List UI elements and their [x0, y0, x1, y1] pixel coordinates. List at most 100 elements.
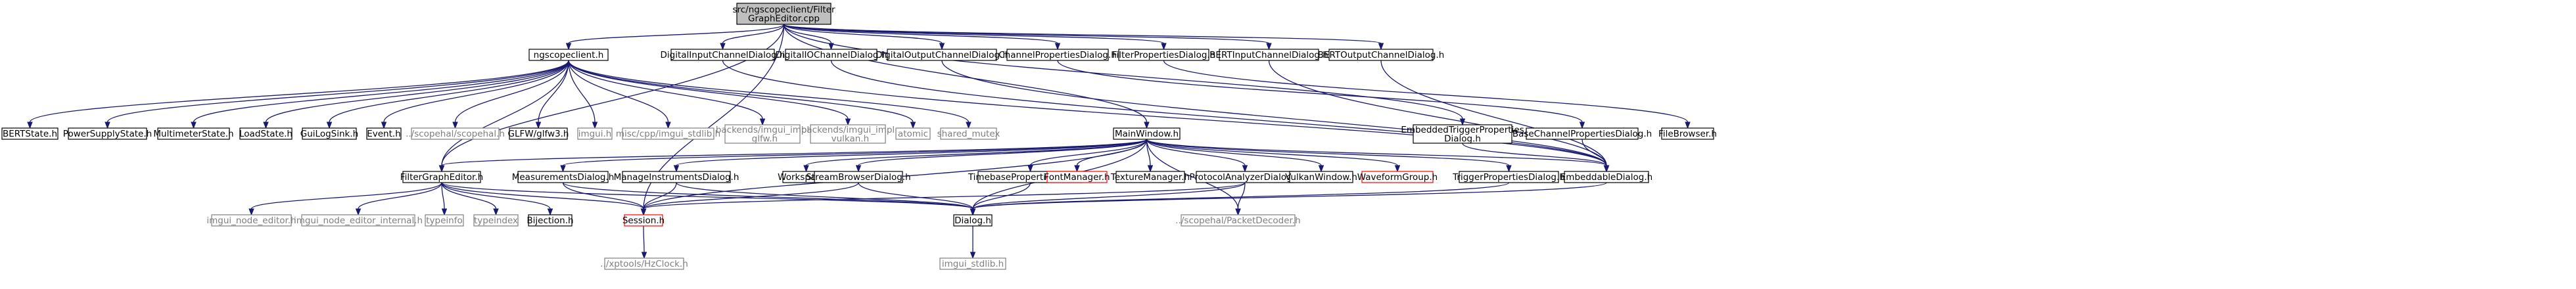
node-dialog[interactable]: Dialog.h [953, 214, 993, 227]
node-measurements-dialog[interactable]: MeasurementsDialog.h [512, 171, 615, 183]
node-channel-properties-dialog[interactable]: ChannelPropertiesDialog.h [998, 49, 1117, 61]
node-imgui: imgui.h [577, 127, 613, 140]
edge-main-window-to-protocol-analyzer-dialog [1146, 139, 1248, 173]
node-label: ngscopeclient.h [534, 50, 604, 60]
node-label: LoadState.h [239, 129, 293, 139]
node-label: src/ngscopeclient/Filter [732, 5, 835, 15]
node-label: FilterGraphEditor.h [400, 172, 483, 183]
node-trigger-properties-dialog[interactable]: TriggerPropertiesDialog.h [1452, 171, 1565, 183]
node-label: shared_mutex [937, 129, 1000, 139]
edge-ngscopeclient-to-power-supply-state [105, 60, 569, 129]
node-stream-browser-dialog[interactable]: StreamBrowserDialog.h [806, 171, 911, 183]
node-label: ManageInstrumentsDialog.h [614, 172, 739, 183]
node-label: Dialog.h [1444, 133, 1481, 144]
node-multimeter-state[interactable]: MultimeterState.h [153, 127, 234, 140]
node-root[interactable]: src/ngscopeclient/FilterGraphEditor.cpp [732, 3, 835, 25]
node-digital-iochannel-dialog[interactable]: DigitalIOChannelDialog.h [776, 49, 887, 61]
edge-measurements-dialog-to-session [562, 182, 647, 216]
node-texture-manager[interactable]: TextureManager.h [1110, 171, 1190, 183]
node-label: imgui_stdlib.h [942, 259, 1004, 269]
node-filter-graph-editor[interactable]: FilterGraphEditor.h [400, 171, 483, 183]
node-session[interactable]: Session.h [622, 214, 665, 227]
edge-filter-graph-editor-to-bijection [441, 182, 553, 216]
node-label: BERTOutputChannelDialog.h [1318, 50, 1445, 60]
edge-ngscopeclient-to-scopehal [452, 60, 569, 129]
node-event[interactable]: Event.h [366, 127, 402, 140]
node-label: imgui.h [578, 129, 612, 139]
edge-main-window-to-embeddable-dialog [1146, 139, 1610, 173]
node-protocol-analyzer-dialog[interactable]: ProtocolAnalyzerDialog.h [1190, 171, 1301, 183]
node-imgui-glfw: backends/imgui_impl_glfw.h [716, 124, 809, 144]
node-label: TriggerPropertiesDialog.h [1452, 172, 1565, 183]
node-label: Event.h [367, 129, 401, 139]
edge-filter-graph-editor-to-typeinfo [441, 182, 448, 216]
node-label: PowerSupplyState.h [63, 129, 152, 139]
edge-main-window-to-trigger-properties-dialog [1146, 139, 1512, 173]
edge-root-to-main-window [783, 24, 1150, 129]
edge-ngscopeclient-to-imgui [568, 60, 598, 129]
node-glfw3[interactable]: GLFW/glfw3.h [508, 127, 569, 140]
edge-ngscopeclient-to-multimeter-state [191, 60, 569, 129]
node-bertstate[interactable]: BERTState.h [1, 127, 59, 140]
node-label: MeasurementsDialog.h [512, 172, 615, 183]
node-label: FileBrowser.h [1658, 129, 1717, 139]
node-label: backends/imgui_impl [801, 125, 895, 135]
node-filter-properties-dialog[interactable]: FilterPropertiesDialog.h [1112, 49, 1216, 61]
node-bijection[interactable]: Bijection.h [527, 214, 574, 227]
edge-digital-output-channel-dialog-to-embeddable-dialog [941, 60, 1610, 173]
edge-ngscopeclient-to-load-state [263, 60, 569, 129]
node-imgui-vulkan: backends/imgui_impl_vulkan.h [801, 124, 895, 144]
edge-root-to-ngscopeclient [565, 24, 785, 51]
node-bertoutput-channel-dialog[interactable]: BERTOutputChannelDialog.h [1318, 49, 1445, 61]
node-base-channel-properties-dialog[interactable]: BaseChannelPropertiesDialog.h [1512, 127, 1652, 140]
edge-main-window-to-timebase-properties-dialog [1027, 139, 1148, 173]
node-bertinput-channel-dialog[interactable]: BERTInputChannelDialog.h [1209, 49, 1328, 61]
node-vulkan-window[interactable]: VulkanWindow.h [1285, 171, 1357, 183]
edge-root-to-filter-properties-dialog [783, 24, 1167, 51]
edge-ngscopeclient-to-shared-mutex [568, 60, 972, 129]
node-power-supply-state[interactable]: PowerSupplyState.h [63, 127, 152, 140]
node-label: imgui_node_editor_internal.h [294, 215, 423, 226]
node-hz-clock: ../xptools/HzClock.h [600, 257, 688, 270]
node-load-state[interactable]: LoadState.h [239, 127, 293, 140]
node-label: StreamBrowserDialog.h [806, 172, 910, 183]
node-label: ProtocolAnalyzerDialog.h [1190, 172, 1301, 183]
node-gui-log-sink[interactable]: GuiLogSink.h [300, 127, 358, 140]
node-scopehal: ../scopehal/scopehal.h [406, 127, 505, 140]
nodes-layer: src/ngscopeclient/FilterGraphEditor.cpp n… [1, 3, 1717, 270]
node-label: GuiLogSink.h [300, 129, 358, 139]
edge-filter-graph-editor-to-imgui-node-editor-internal [355, 182, 442, 216]
node-font-manager[interactable]: FontManager.h [1044, 171, 1110, 183]
node-label: FontManager.h [1044, 172, 1110, 183]
edge-main-window-to-measurements-dialog [560, 139, 1148, 173]
node-label: WaveformGroup.h [1357, 172, 1438, 183]
node-manage-instruments-dialog[interactable]: ManageInstrumentsDialog.h [614, 171, 739, 183]
node-file-browser[interactable]: FileBrowser.h [1658, 127, 1717, 140]
node-label: backends/imgui_impl [716, 125, 809, 135]
node-label: DigitalInputChannelDialog.h [660, 50, 785, 60]
node-label: MainWindow.h [1115, 129, 1179, 139]
node-embeddable-dialog[interactable]: EmbeddableDialog.h [1560, 171, 1652, 183]
node-imgui-node-editor: imgui_node_editor.h [206, 214, 296, 227]
edge-embeddable-dialog-to-dialog [970, 182, 1607, 216]
node-label: GLFW/glfw3.h [508, 129, 569, 139]
edge-root-to-bertinput-channel-dialog [783, 24, 1272, 51]
node-label: VulkanWindow.h [1285, 172, 1357, 183]
edge-ngscopeclient-to-imgui-glfw [568, 60, 766, 126]
node-imgui-stdlib: imgui_stdlib.h [939, 257, 1006, 270]
node-label: EmbeddableDialog.h [1560, 172, 1652, 183]
edge-dialog-to-imgui-stdlib [970, 225, 976, 259]
edge-ngscopeclient-to-gui-log-sink [326, 60, 569, 129]
node-digital-output-channel-dialog[interactable]: DigitalOutputChannelDialog.h [876, 49, 1008, 61]
node-digital-input-channel-dialog[interactable]: DigitalInputChannelDialog.h [660, 49, 785, 61]
node-label: Bijection.h [527, 215, 573, 226]
edge-main-window-to-vulkan-window [1146, 139, 1324, 173]
node-label: ../scopehal/scopehal.h [406, 129, 505, 139]
node-label: FilterPropertiesDialog.h [1112, 50, 1216, 60]
node-label: ../xptools/HzClock.h [600, 259, 688, 269]
node-label: typeindex [474, 215, 518, 226]
node-waveform-group[interactable]: WaveformGroup.h [1357, 171, 1438, 183]
node-ngscopeclient[interactable]: ngscopeclient.h [528, 49, 609, 61]
node-main-window[interactable]: MainWindow.h [1113, 127, 1181, 140]
